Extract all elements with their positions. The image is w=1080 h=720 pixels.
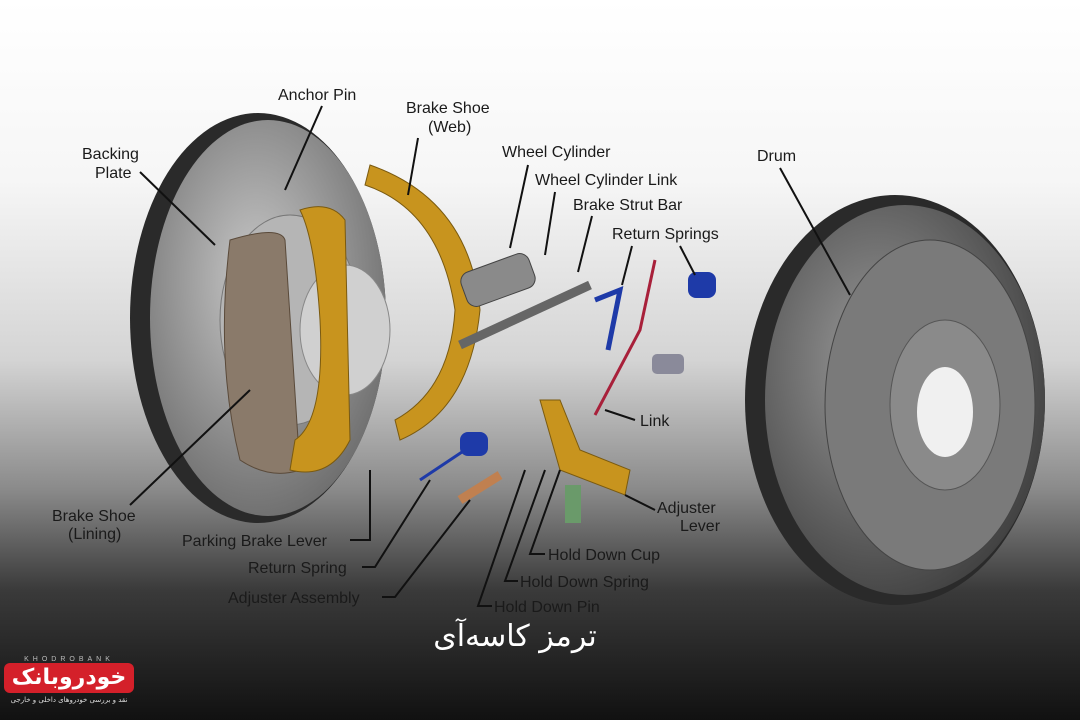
site-logo: KHODROBANK خودروبانک نقد و بررسی خودروها… <box>4 656 134 704</box>
label-brake-shoe-lining-2: (Lining) <box>68 526 121 543</box>
brake-shoe-lining <box>223 232 301 474</box>
leader-lines <box>129 105 851 607</box>
label-brake-shoe-lining-1: Brake Shoe <box>52 508 136 525</box>
label-return-spring: Return Spring <box>248 560 347 577</box>
label-brake-shoe-web-2: (Web) <box>428 119 471 136</box>
label-drum: Drum <box>757 148 796 165</box>
label-adjuster-lever-2: Lever <box>680 518 721 535</box>
label-adjuster-assembly: Adjuster Assembly <box>228 590 360 607</box>
wheel-cylinder <box>460 253 536 307</box>
label-wheel-cylinder: Wheel Cylinder <box>502 144 611 161</box>
labels: Anchor Pin Brake Shoe (Web) Backing Plat… <box>52 87 796 616</box>
brake-strut-bar <box>458 280 592 350</box>
label-wheel-cylinder-link: Wheel Cylinder Link <box>535 172 678 189</box>
logo-name: خودروبانک <box>4 663 134 693</box>
label-hold-down-cup: Hold Down Cup <box>548 547 660 564</box>
label-return-springs: Return Springs <box>612 226 719 243</box>
label-parking-brake-lever: Parking Brake Lever <box>182 533 328 550</box>
label-adjuster-lever-1: Adjuster <box>657 500 716 517</box>
label-brake-shoe-web-1: Brake Shoe <box>406 100 490 117</box>
logo-latin: KHODROBANK <box>24 656 114 663</box>
label-brake-strut-bar: Brake Strut Bar <box>573 197 683 214</box>
label-backing-plate-1: Backing <box>82 146 139 163</box>
label-hold-down-pin: Hold Down Pin <box>494 599 600 616</box>
return-springs <box>419 259 716 482</box>
adjuster-lever <box>457 399 631 523</box>
drum <box>745 195 1045 605</box>
diagram-title: ترمز کاسه‌آی <box>433 619 597 654</box>
brake-shoe-web <box>289 164 481 473</box>
logo-tagline: نقد و بررسی خودروهای داخلی و خارجی <box>10 696 128 704</box>
label-anchor-pin: Anchor Pin <box>278 87 356 104</box>
label-hold-down-spring: Hold Down Spring <box>520 574 649 591</box>
label-link: Link <box>640 413 670 430</box>
label-backing-plate-2: Plate <box>95 165 132 182</box>
